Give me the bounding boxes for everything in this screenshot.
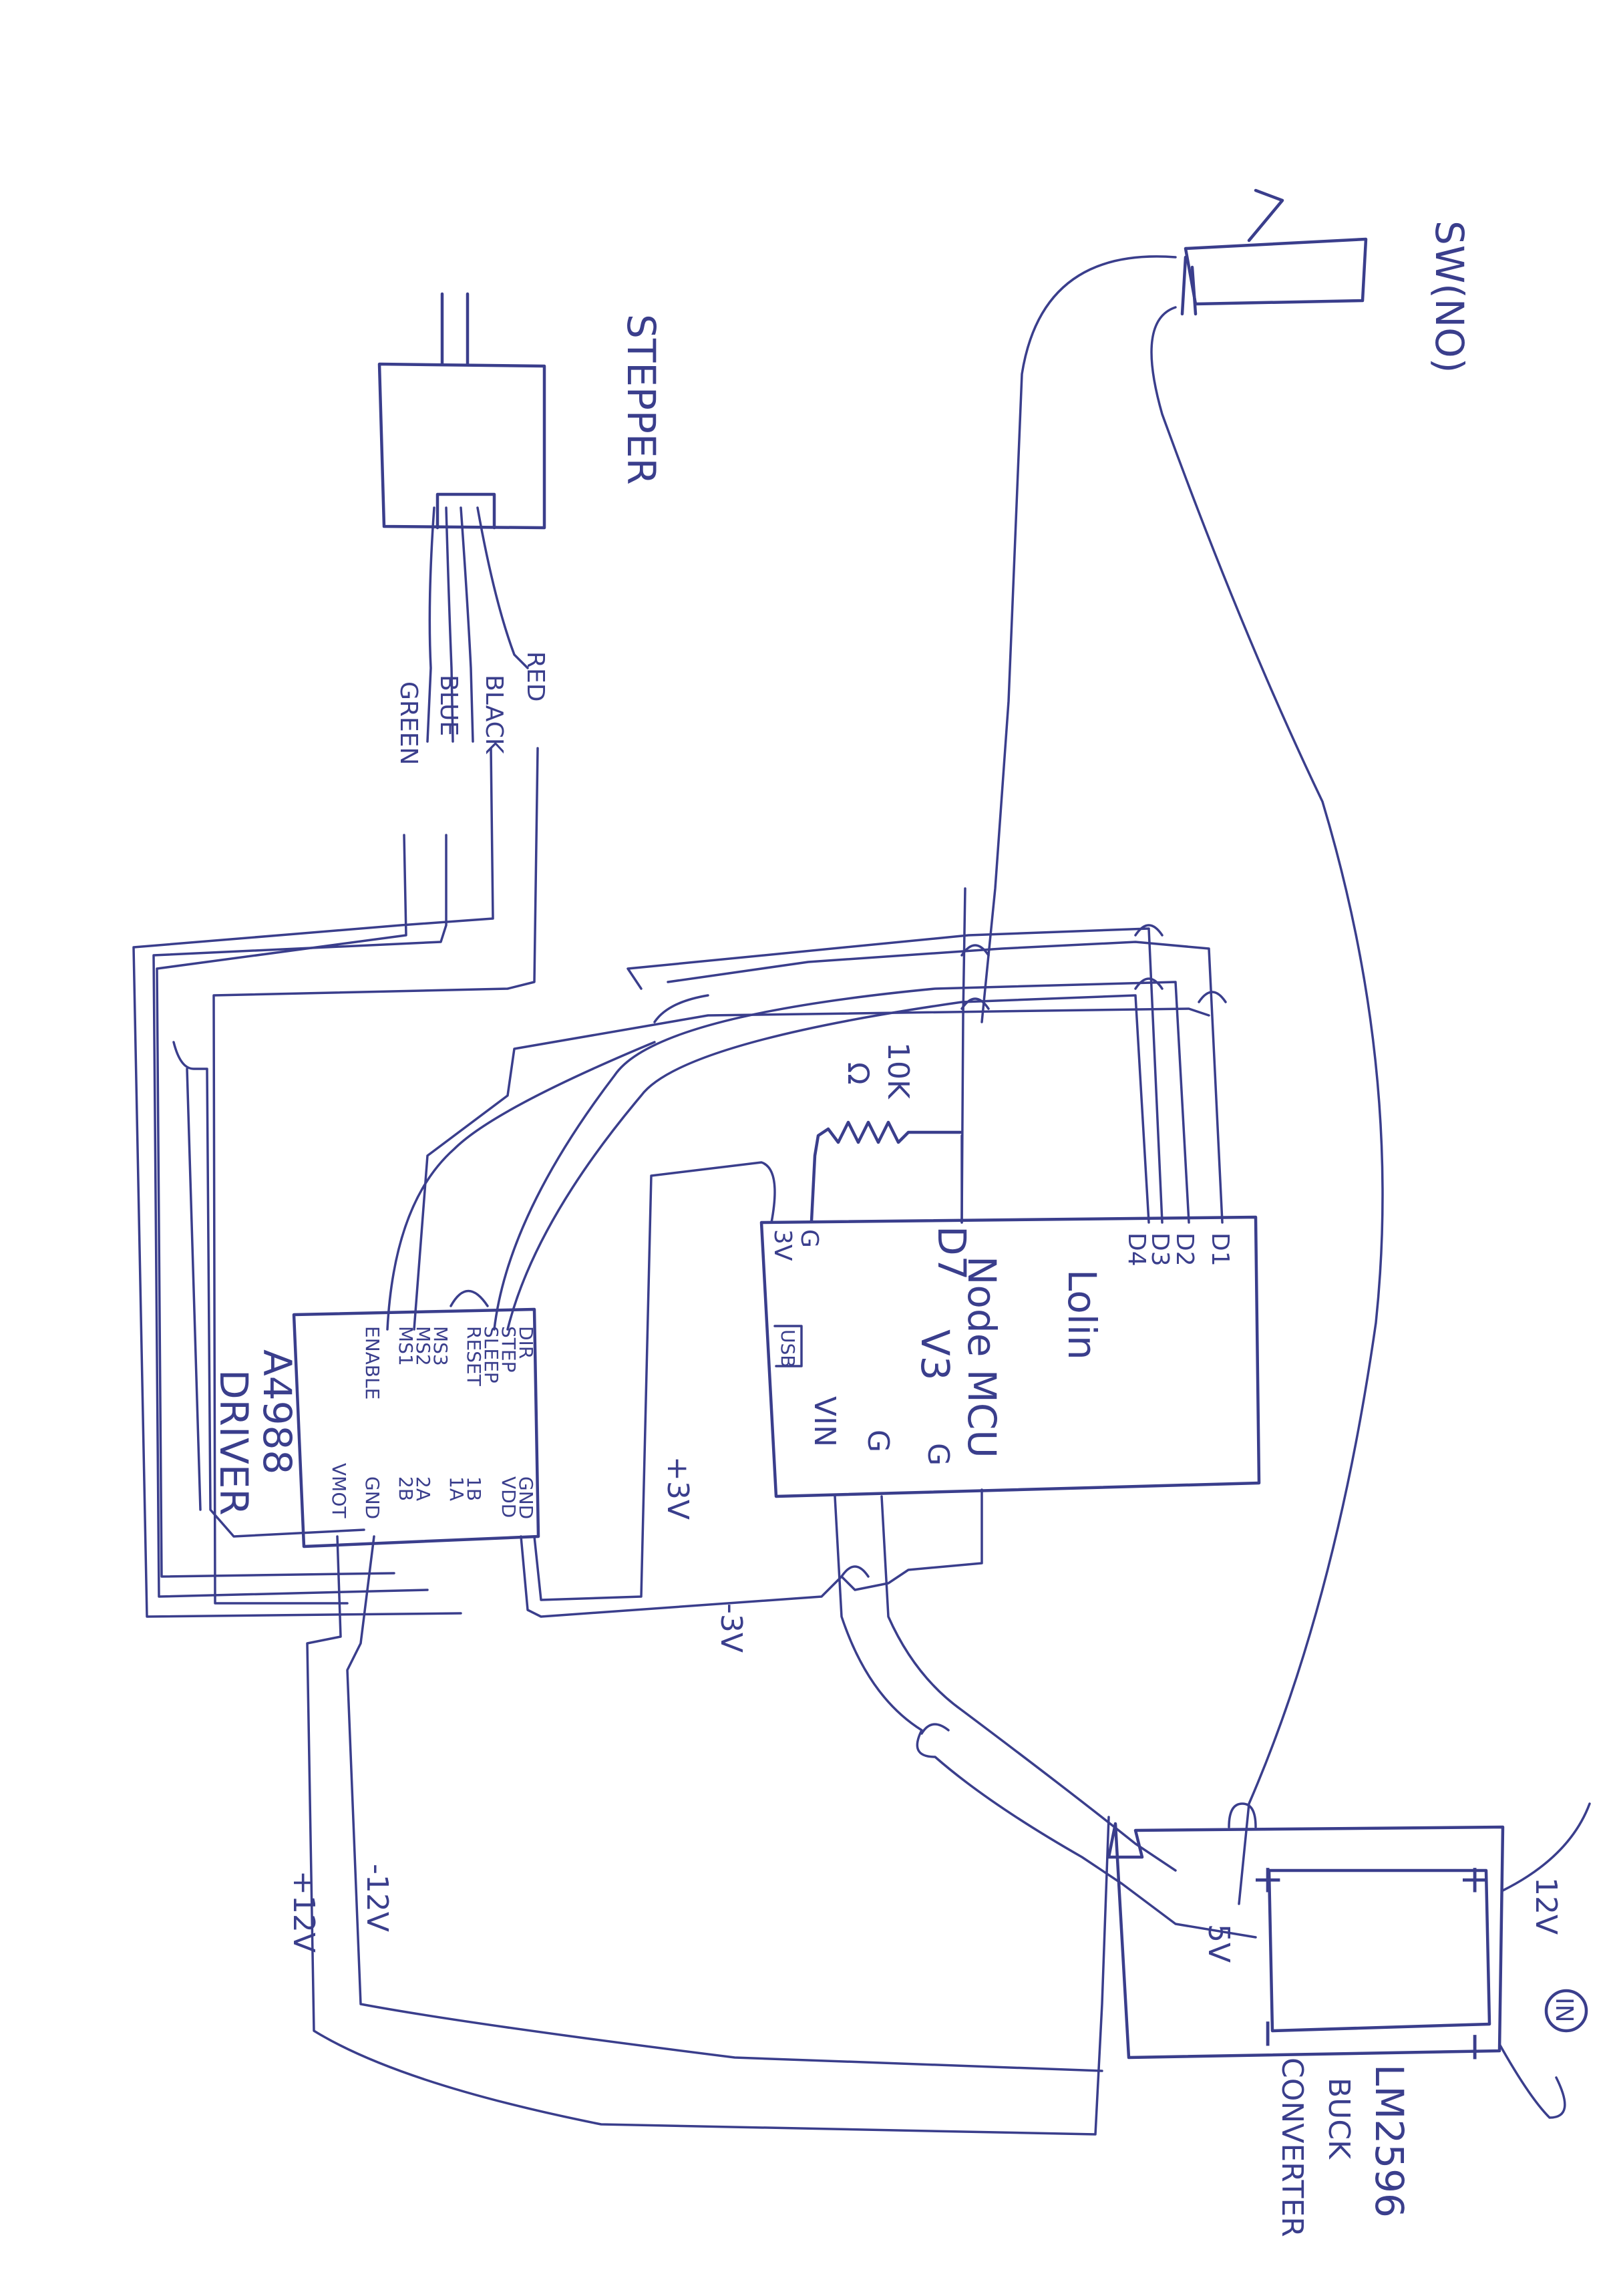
minus-3v-label: -3V [714,1603,748,1653]
resistor: 10K Ω [810,1042,964,1224]
buck-minus-out: − [1246,2017,1292,2050]
plus-3v-label: +3V [661,1456,695,1520]
driver-pin-sleep: SLEEP [480,1326,502,1383]
mcu-pin-d3: D3 [1146,1233,1174,1267]
driver-pin-reset: RESET [463,1326,485,1387]
driver-pin-1b: 1B [463,1476,485,1501]
buck-in-label: IN [1550,1997,1578,2023]
mcu-line3: V3 [912,1329,958,1381]
buck-5v-label: 5V [1202,1924,1236,1963]
mcu-line2: Node MCU [959,1256,1005,1458]
buck-line2: BUCK [1322,2078,1356,2160]
mcu-pin-d4: D4 [1123,1233,1150,1267]
driver-pin-enable: ENABLE [361,1326,383,1400]
signal-wires [386,887,1227,1331]
buck-converter: + + − − 5V 12V IN LM2596 BUCK CONVERTER [1107,1802,1591,2237]
motor-power-wires: +12V -12V [287,1535,1110,2136]
mcu-pin-vin: VIN [808,1396,842,1447]
mcu-power-wires [834,1495,1257,1939]
driver-sub: DRIVER [211,1369,256,1516]
stepper-motor: STEPPER [377,292,664,743]
driver-pin-step: STEP [498,1326,520,1372]
switch-label: SW(NO) [1427,220,1472,373]
buck-line3: CONVERTER [1275,2058,1309,2237]
driver-pin-vmot: VMOT [328,1463,350,1518]
resistor-value: 10K [881,1042,915,1100]
driver-pin-dir: DIR [515,1326,537,1359]
wire-black-label: BLACK [480,675,508,755]
mcu-pin-g-bottom-2: G [921,1443,955,1466]
resistor-unit: Ω [841,1062,875,1085]
mcu-pin-d1: D1 [1206,1233,1234,1267]
plus-12v-label: +12V [287,1870,321,1953]
stepper-label: STEPPER [618,314,664,485]
logic-power-wires: +3V -3V [520,1161,983,1653]
switch: SW(NO) [1180,188,1472,373]
mcu-pin-d2: D2 [1171,1233,1198,1267]
buck-in-circle [1544,1989,1588,2033]
mcu-pin-3v: 3V [769,1229,796,1261]
buck-12v-label: 12V [1529,1877,1563,1935]
usb-label: USB [777,1329,799,1367]
driver-pin-ms3: MS3 [429,1326,452,1366]
mcu-pin-g-bottom-1: G [861,1430,895,1452]
driver-pin-2a: 2A [412,1476,434,1501]
driver-pin-2b: 2B [395,1476,417,1501]
buck-line1: LM2596 [1367,2064,1412,2218]
stepper-wire-labels: RED BLACK BLUE GREEN [395,651,549,765]
buck-plus-out: + [1246,1864,1292,1897]
driver-pin-vdd: VDD [498,1476,520,1518]
switch-wires [980,255,1384,1905]
mcu-pin-g-top: G [795,1229,823,1248]
driver-name: A4988 [254,1349,300,1474]
stepper-to-driver-wires [132,747,539,1618]
wire-green-label: GREEN [395,681,422,765]
driver-pin-ms1: MS1 [395,1326,417,1366]
minus-12v-label: -12V [360,1864,394,1932]
driver-pin-gnd-logic: GND [515,1476,537,1519]
driver-pin-1a: 1A [445,1476,468,1501]
driver-pin-gnd-motor: GND [361,1476,383,1519]
buck-minus-in: − [1453,2031,1499,2064]
wire-blue-label: BLUE [435,675,462,736]
nodemcu-board: USB Lolin Node MCU V3 3V G D7 D4 D3 D2 D… [759,1215,1261,1498]
driver-pin-ms2: MS2 [412,1326,434,1366]
wire-red-label: RED [522,651,549,701]
buck-plus-in: + [1453,1864,1499,1897]
mcu-pin-d7: D7 [929,1226,974,1281]
mcu-line1: Lolin [1059,1269,1105,1360]
a4988-driver: A4988 DRIVER DIR STEP SLEEP RESET MS3 MS… [211,1289,540,1548]
